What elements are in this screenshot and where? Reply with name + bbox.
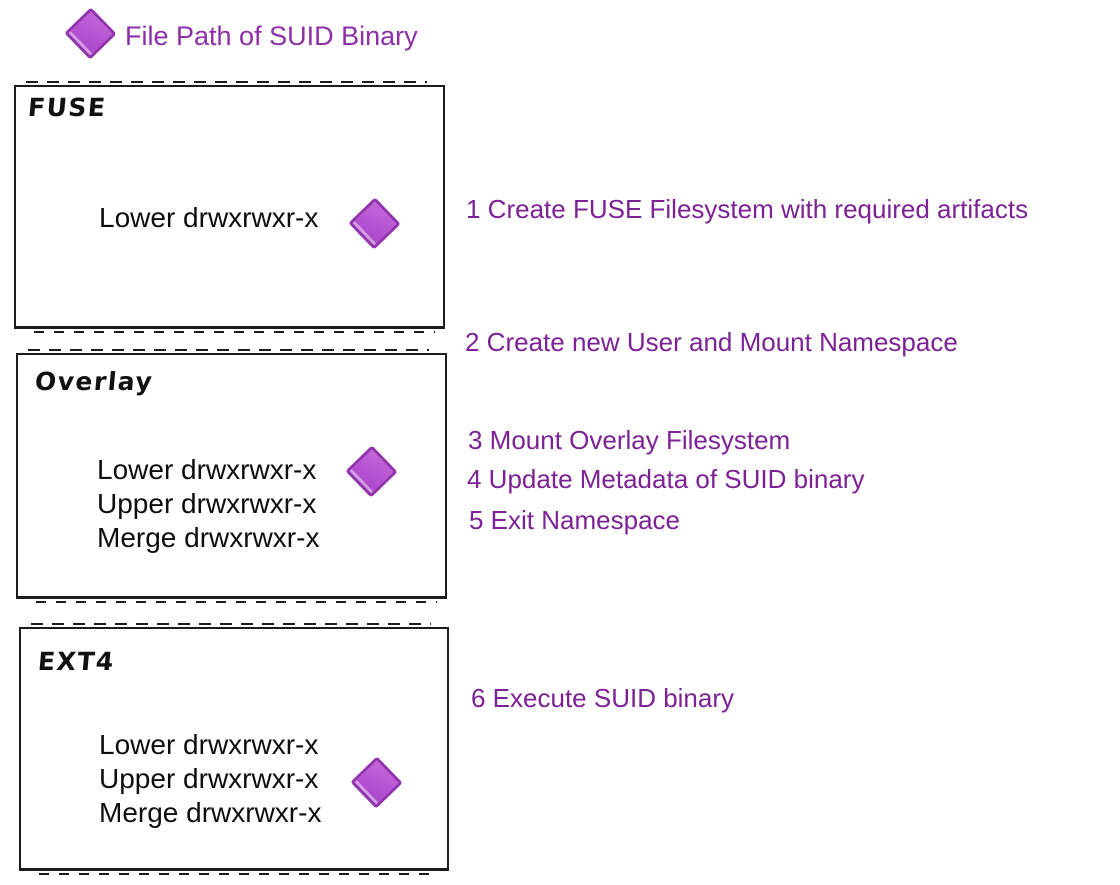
ext4-box-lines: Lower drwxrwxr-x Upper drwxrwxr-x Merge … (99, 728, 321, 830)
diamond-shape (64, 7, 117, 60)
fuse-box-title: FUSE (26, 93, 108, 122)
diamond-shape (345, 445, 398, 498)
suid-binary-diamond-icon (348, 197, 401, 250)
permission-row-merge: Merge drwxrwxr-x (97, 522, 320, 553)
step-5-exit-namespace: 5 Exit Namespace (469, 505, 680, 535)
step-4-update-metadata: 4 Update Metadata of SUID binary (467, 464, 865, 494)
suid-binary-diamond-icon (350, 756, 403, 809)
permission-row-upper: Upper drwxrwxr-x (99, 763, 319, 794)
permission-row-lower: Lower drwxrwxr-x (99, 202, 319, 233)
diamond-shape (350, 756, 403, 809)
overlay-box-title: Overlay (33, 367, 155, 396)
permission-row-upper: Upper drwxrwxr-x (97, 488, 317, 519)
overlay-box: Overlay Lower drwxrwxr-x Upper drwxrwxr-… (16, 349, 447, 603)
permission-row-lower: Lower drwxrwxr-x (97, 454, 317, 485)
step-6-execute-suid-binary: 6 Execute SUID binary (471, 683, 735, 713)
legend-label: File Path of SUID Binary (125, 21, 418, 51)
ext4-box: EXT4 Lower drwxrwxr-x Upper drwxrwxr-x M… (19, 623, 449, 875)
suid-binary-diamond-icon (345, 445, 398, 498)
permission-row-lower: Lower drwxrwxr-x (99, 729, 319, 760)
overlay-box-lines: Lower drwxrwxr-x Upper drwxrwxr-x Merge … (97, 453, 319, 555)
step-3-mount-overlay: 3 Mount Overlay Filesystem (468, 425, 791, 455)
diamond-shape (348, 197, 401, 250)
permission-row-merge: Merge drwxrwxr-x (99, 797, 322, 828)
suid-binary-diamond-icon (64, 7, 117, 60)
ext4-box-title: EXT4 (36, 647, 117, 676)
fuse-box-lines: Lower drwxrwxr-x (99, 201, 318, 235)
step-2-create-namespaces: 2 Create new User and Mount Namespace (465, 327, 958, 357)
step-1-create-fuse-filesystem: 1 Create FUSE Filesystem with required a… (466, 194, 1029, 224)
